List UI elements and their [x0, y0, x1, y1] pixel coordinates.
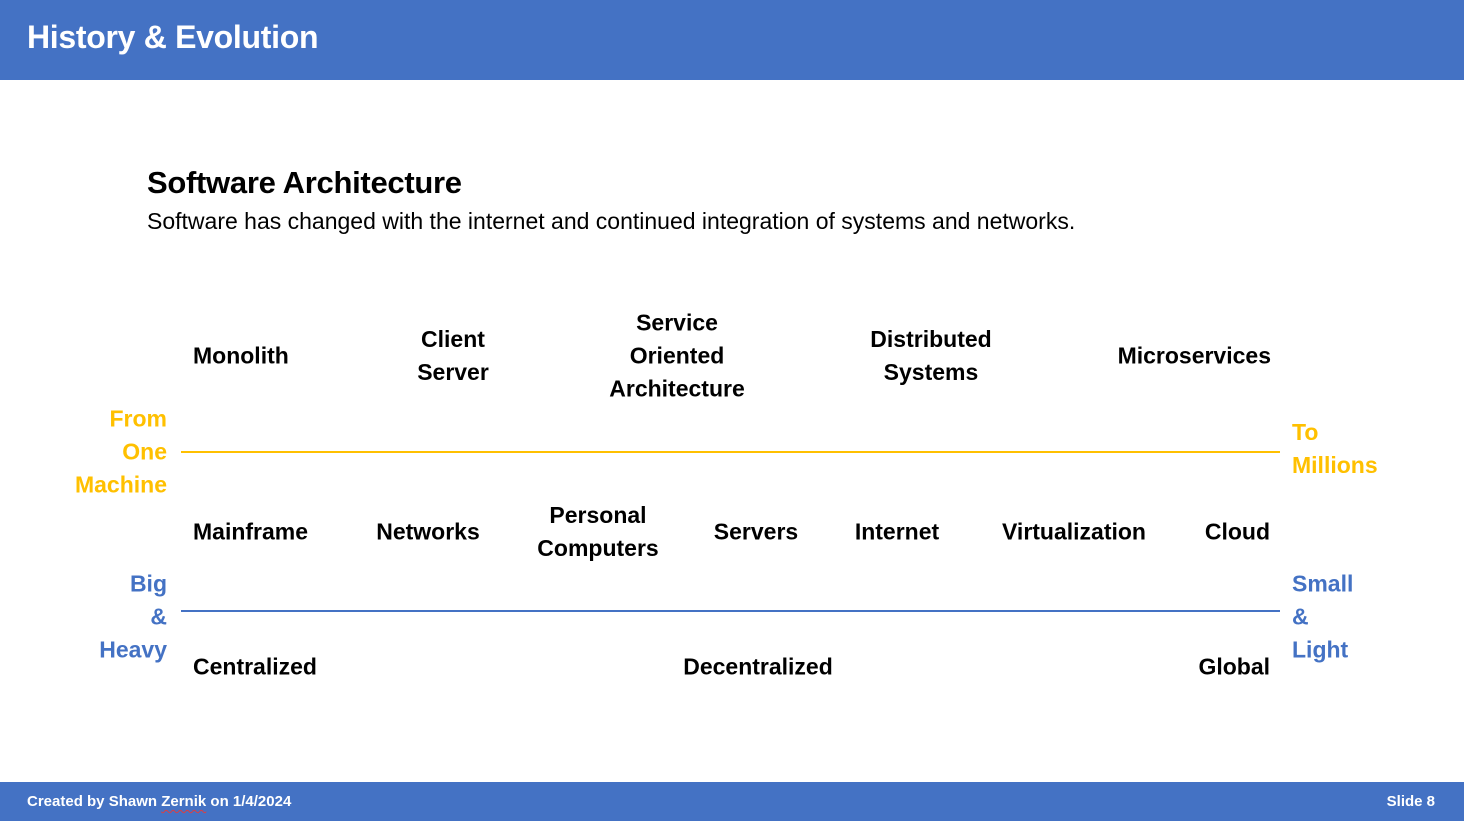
- arch-soa-line: Oriented: [629, 342, 725, 369]
- arch-monolith: Monolith: [193, 340, 289, 373]
- tech-virtualization-line: Virtualization: [1002, 518, 1146, 545]
- arch-client-server-line: Server: [417, 359, 489, 385]
- arch-monolith-line: Monolith: [193, 342, 289, 369]
- arch-soa: Service Oriented Architecture: [609, 307, 744, 406]
- scale-to-line: To: [1292, 419, 1319, 445]
- arch-soa-line: Architecture: [609, 375, 745, 402]
- dist-decentralized: Decentralized: [683, 653, 833, 680]
- tech-cloud: Cloud: [1205, 516, 1270, 549]
- tech-servers: Servers: [714, 516, 798, 549]
- header-bar: History & Evolution: [0, 0, 1464, 80]
- arch-client-server: Client Server: [417, 323, 489, 389]
- size-from-line: &: [150, 603, 167, 630]
- tech-internet-line: Internet: [854, 518, 940, 545]
- tech-mainframe: Mainframe: [193, 516, 308, 549]
- size-timeline: [181, 610, 1280, 612]
- tech-personal-computers-line: Personal: [549, 502, 647, 528]
- tech-virtualization: Virtualization: [1002, 516, 1146, 549]
- size-from-label: Big & Heavy: [99, 568, 167, 667]
- section-title: Software Architecture: [147, 165, 462, 200]
- arch-microservices: Microservices: [1118, 340, 1271, 373]
- scale-to-label: To Millions: [1292, 416, 1378, 482]
- scale-from-line: One: [122, 438, 167, 465]
- arch-distributed: Distributed Systems: [870, 323, 991, 389]
- scale-from-label: From One Machine: [75, 403, 167, 502]
- tech-personal-computers-line: Computers: [537, 535, 659, 561]
- size-to-line: &: [1292, 603, 1309, 630]
- tech-internet: Internet: [855, 516, 939, 549]
- tech-cloud-line: Cloud: [1204, 518, 1270, 545]
- scale-timeline: [181, 451, 1280, 453]
- size-from-line: Big: [129, 570, 167, 597]
- scale-to-line: Millions: [1292, 452, 1378, 478]
- size-to-line: Small: [1292, 570, 1354, 597]
- footer-author: Zernik: [161, 793, 207, 810]
- scale-from-line: From: [109, 405, 168, 432]
- size-to-label: Small & Light: [1292, 568, 1353, 667]
- arch-soa-line: Service: [636, 309, 718, 336]
- tech-networks-line: Networks: [376, 518, 480, 545]
- arch-distributed-line: Systems: [883, 359, 979, 385]
- scale-from-line: Machine: [74, 471, 167, 498]
- arch-client-server-line: Client: [421, 326, 485, 352]
- dist-centralized: Centralized: [193, 653, 317, 680]
- size-to-line: Light: [1292, 636, 1349, 663]
- footer-suffix: on 1/4/2024: [210, 793, 292, 810]
- tech-servers-line: Servers: [713, 518, 799, 545]
- tech-networks: Networks: [376, 516, 480, 549]
- arch-microservices-line: Microservices: [1117, 342, 1271, 369]
- tech-mainframe-line: Mainframe: [193, 518, 309, 545]
- tech-personal-computers: Personal Computers: [537, 499, 658, 565]
- footer-credit: Created by Shawn Zernik on 1/4/2024: [27, 793, 291, 810]
- dist-global: Global: [1198, 653, 1270, 680]
- footer-bar: Created by Shawn Zernik on 1/4/2024 Slid…: [0, 782, 1464, 821]
- arch-distributed-line: Distributed: [870, 326, 992, 352]
- slide-number: Slide 8: [1386, 793, 1435, 810]
- slide-title: History & Evolution: [27, 19, 319, 55]
- size-from-line: Heavy: [99, 636, 167, 663]
- footer-prefix: Created by Shawn: [27, 793, 158, 810]
- section-subtitle: Software has changed with the internet a…: [147, 208, 1076, 234]
